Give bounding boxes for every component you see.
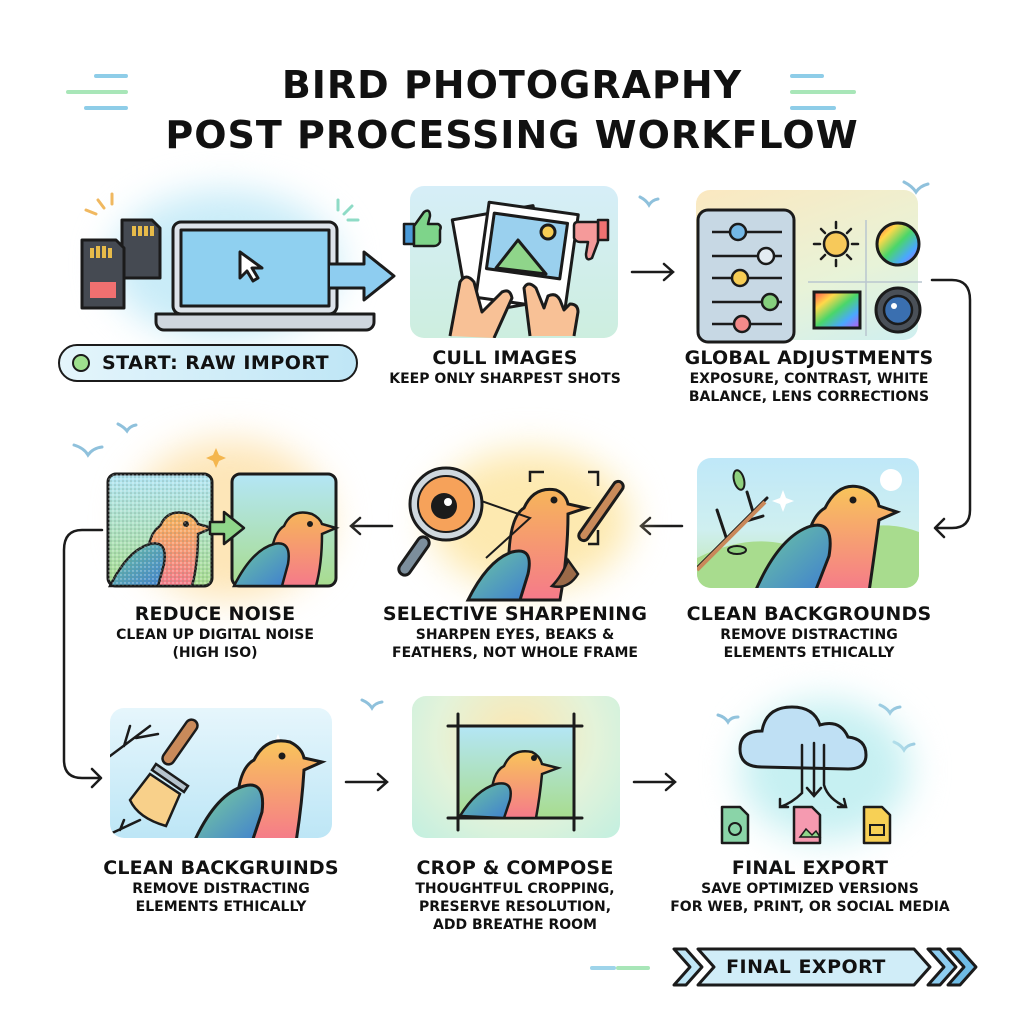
brush-bird-icon: [110, 718, 327, 838]
step-clean-backgrounds: CLEAN BACKGROUNDS REMOVE DISTRACTING ELE…: [664, 602, 954, 662]
step-description: PRESERVE RESOLUTION,: [418, 899, 612, 915]
crop-frame-bird-icon: [446, 712, 584, 832]
cloud-export-files-icon: [720, 705, 892, 845]
step-description: ADD BREATHE ROOM: [433, 917, 597, 933]
step-description: KEEP ONLY SHARPEST SHOTS: [389, 371, 621, 387]
step-description: REMOVE DISTRACTING: [720, 627, 898, 643]
title-decoration-right: [790, 90, 856, 94]
step-cull-images: CULL IMAGES KEEP ONLY SHARPEST SHOTS: [380, 346, 630, 388]
start-badge-label: START: RAW IMPORT: [102, 352, 330, 374]
step-reduce-noise: REDUCE NOISE CLEAN UP DIGITAL NOISE (HIG…: [70, 602, 360, 662]
step-title: CLEAN BACKGROUNDS: [686, 603, 932, 625]
step-clean-backgruinds: CLEAN BACKGRUINDS REMOVE DISTRACTING ELE…: [76, 856, 366, 916]
step-title: CULL IMAGES: [432, 347, 578, 369]
arrow-right-icon: [344, 772, 389, 792]
step-description: BALANCE, LENS CORRECTIONS: [688, 389, 930, 405]
step-description: SAVE OPTIMIZED VERSIONS: [701, 881, 919, 897]
thumbs-down-icon: [572, 218, 610, 261]
arrow-left-icon: [639, 516, 684, 536]
arrow-right-icon: [632, 772, 677, 792]
final-export-banner: FINAL EXPORT: [700, 950, 912, 984]
connector-arrow-down-right: [62, 528, 104, 789]
title-decoration-right: [790, 106, 836, 110]
step-final-export: FINAL EXPORT SAVE OPTIMIZED VERSIONS FOR…: [650, 856, 970, 916]
step-description: ELEMENTS ETHICALLY: [723, 645, 895, 661]
step-global-adjustments: GLOBAL ADJUSTMENTS EXPOSURE, CONTRAST, W…: [664, 346, 954, 406]
banner-decoration: [590, 966, 616, 970]
clean-backgrounds-brush-tile: [110, 708, 332, 838]
arrow-right-icon: [330, 250, 396, 302]
step-title: SELECTIVE SHARPENING: [382, 603, 648, 625]
page-title-line-1: BIRD PHOTOGRAPHY: [281, 63, 743, 107]
magnifier-bird-brush-icon: [397, 466, 625, 602]
cull-images-tile: [410, 186, 618, 338]
final-export-banner-label: FINAL EXPORT: [726, 956, 886, 978]
bird-on-branch-icon: [697, 469, 919, 588]
arrow-right-icon: [630, 262, 675, 282]
step-description: FOR WEB, PRINT, OR SOCIAL MEDIA: [670, 899, 950, 915]
thumbs-up-icon: [402, 209, 442, 248]
start-raw-import-badge: START: RAW IMPORT: [58, 344, 358, 382]
title-decoration-left: [84, 106, 128, 110]
step-title: CROP & COMPOSE: [416, 857, 614, 879]
sd-card-laptop-icon: [80, 192, 376, 332]
final-export-banner-shape: [672, 947, 978, 987]
title-decoration-left: [66, 90, 128, 94]
step-title: GLOBAL ADJUSTMENTS: [684, 347, 934, 369]
title-decoration-right: [790, 74, 824, 78]
step-description: SHARPEN EYES, BEAKS &: [415, 627, 615, 643]
connector-arrow-down-left: [930, 278, 972, 539]
photo-prints-hands-icon: [448, 200, 580, 338]
step-description: CLEAN UP DIGITAL NOISE: [116, 627, 314, 643]
page-title-line-2: POST PROCESSING WORKFLOW: [165, 113, 859, 157]
step-description: REMOVE DISTRACTING: [132, 881, 310, 897]
sparkle-icon: [206, 448, 226, 468]
title-decoration-left: [94, 74, 128, 78]
step-crop-compose: CROP & COMPOSE THOUGHTFUL CROPPING, PRES…: [370, 856, 660, 934]
step-description: EXPOSURE, CONTRAST, WHITE: [689, 371, 929, 387]
step-description: (HIGH ISO): [172, 645, 258, 661]
noise-before-after-icon: [106, 472, 340, 588]
crop-compose-tile: [412, 696, 620, 838]
banner-decoration: [616, 966, 650, 970]
step-title: CLEAN BACKGRUINDS: [103, 857, 339, 879]
clean-backgrounds-tile: [697, 458, 919, 588]
step-description: FEATHERS, NOT WHOLE FRAME: [392, 645, 638, 661]
step-title: FINAL EXPORT: [731, 857, 889, 879]
step-description: ELEMENTS ETHICALLY: [135, 899, 307, 915]
step-title: REDUCE NOISE: [134, 603, 296, 625]
step-selective-sharpening: SELECTIVE SHARPENING SHARPEN EYES, BEAKS…: [370, 602, 660, 662]
step-description: THOUGHTFUL CROPPING,: [415, 881, 615, 897]
arrow-left-icon: [349, 516, 394, 536]
start-status-dot: [72, 354, 90, 372]
sliders-color-tools-icon: [696, 208, 922, 344]
